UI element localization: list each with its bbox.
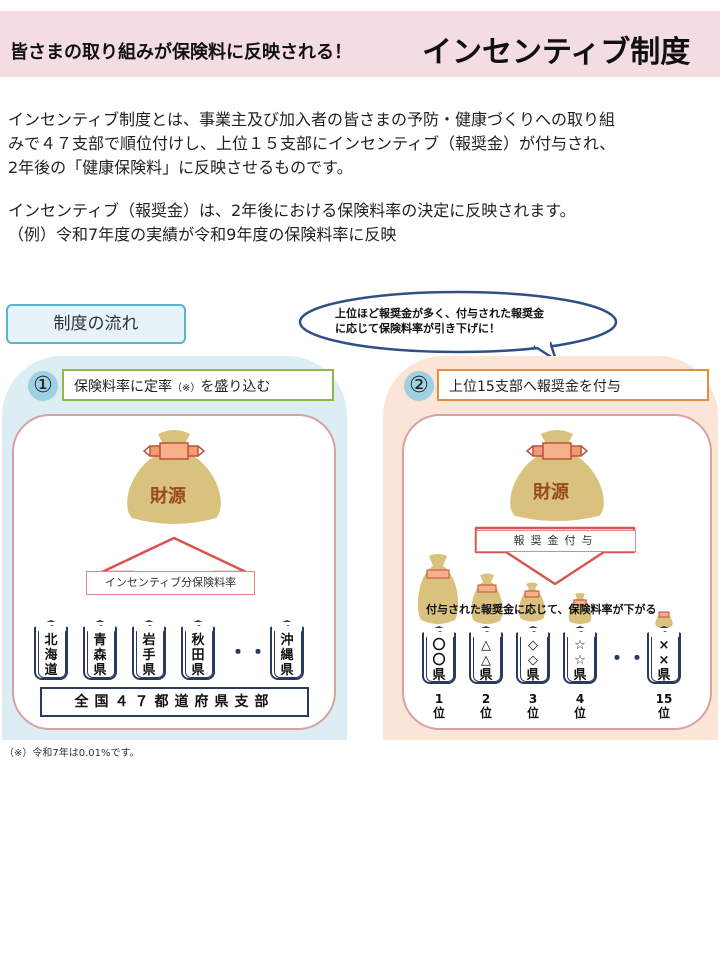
reward-label: 報奨金付与 xyxy=(476,530,636,552)
step1-text: 保険料率に定率 xyxy=(74,379,172,395)
intro-paragraph-2: インセンティブ（報奨金）は、2年後における保険料率の決定に反映されます。 （例）… xyxy=(8,199,718,247)
reduction-note: 付与された報奨金に応じて、保険料率が下がる xyxy=(426,603,657,616)
fund-label: 財源 xyxy=(533,482,569,503)
money-bag-icon xyxy=(417,554,459,624)
intro-line: インセンティブ（報奨金）は、2年後における保険料率の決定に反映されます。 xyxy=(8,201,576,220)
money-bag-icon xyxy=(471,573,503,624)
intro-line: 2年後の「健康保険料」に反映させるものです。 xyxy=(8,158,353,177)
step1-note-mark: （※） xyxy=(172,383,201,394)
bubble-line: 上位ほど報奨金が多く、付与された報奨金 xyxy=(335,307,544,320)
ranked-prefecture-tag: △△県 xyxy=(469,626,503,684)
intro-line: インセンティブ制度とは、事業主及び加入者の皆さまの予防・健康づくりへの取り組 xyxy=(8,110,616,129)
header-banner xyxy=(0,11,720,77)
national-branches-label: 全国４７都道府県支部 xyxy=(40,687,309,717)
money-bag-icon xyxy=(655,611,673,628)
step1-header: 保険料率に定率（※）を盛り込む xyxy=(62,369,334,401)
money-bag-icon xyxy=(519,582,545,622)
speech-bubble xyxy=(298,290,618,362)
intro-line: （例）令和7年度の実績が令和9年度の保険料率に反映 xyxy=(8,225,397,244)
intro-paragraph-1: インセンティブ制度とは、事業主及び加入者の皆さまの予防・健康づくりへの取り組 み… xyxy=(8,108,718,180)
money-bag-icon xyxy=(510,430,604,521)
prefecture-tag: 沖縄県 xyxy=(270,620,304,680)
step2-header: 上位15支部へ報奨金を付与 xyxy=(437,369,709,401)
prefecture-tag: 青森県 xyxy=(83,620,117,680)
ranked-prefecture-tag: ◇◇県 xyxy=(516,626,550,684)
ranked-prefecture-tag: ☆☆県 xyxy=(563,626,597,684)
money-bag-icon xyxy=(568,593,592,624)
ranked-prefecture-tag: 〇〇県 xyxy=(422,626,456,684)
fund-label: 財源 xyxy=(150,486,186,507)
ranked-prefecture-tag: ××県 xyxy=(647,626,681,684)
step1-text-2: を盛り込む xyxy=(200,379,271,395)
prefecture-tag: 北海道 xyxy=(34,620,68,680)
banner-lead-text: 皆さまの取り組みが保険料に反映される！ xyxy=(10,42,352,63)
bubble-text: 上位ほど報奨金が多く、付与された報奨金 に応じて保険料率が引き下げに！ xyxy=(325,306,595,336)
step2-number: ② xyxy=(404,371,434,401)
page-title: インセンティブ制度 xyxy=(422,35,691,70)
intro-line: みで４７支部で順位付けし、上位１５支部にインセンティブ（報奨金）が付与され、 xyxy=(8,134,616,153)
incentive-rate-label: インセンティブ分保険料率 xyxy=(86,571,255,595)
bubble-line: に応じて保険料率が引き下げに！ xyxy=(335,322,500,335)
money-bag-icon xyxy=(127,430,221,524)
footnote: （※）令和7年は0.01%です。 xyxy=(4,748,140,759)
flow-label: 制度の流れ xyxy=(6,304,186,344)
prefecture-tag: 岩手県 xyxy=(132,620,166,680)
prefecture-tag: 秋田県 xyxy=(181,620,215,680)
step1-number: ① xyxy=(28,371,58,401)
